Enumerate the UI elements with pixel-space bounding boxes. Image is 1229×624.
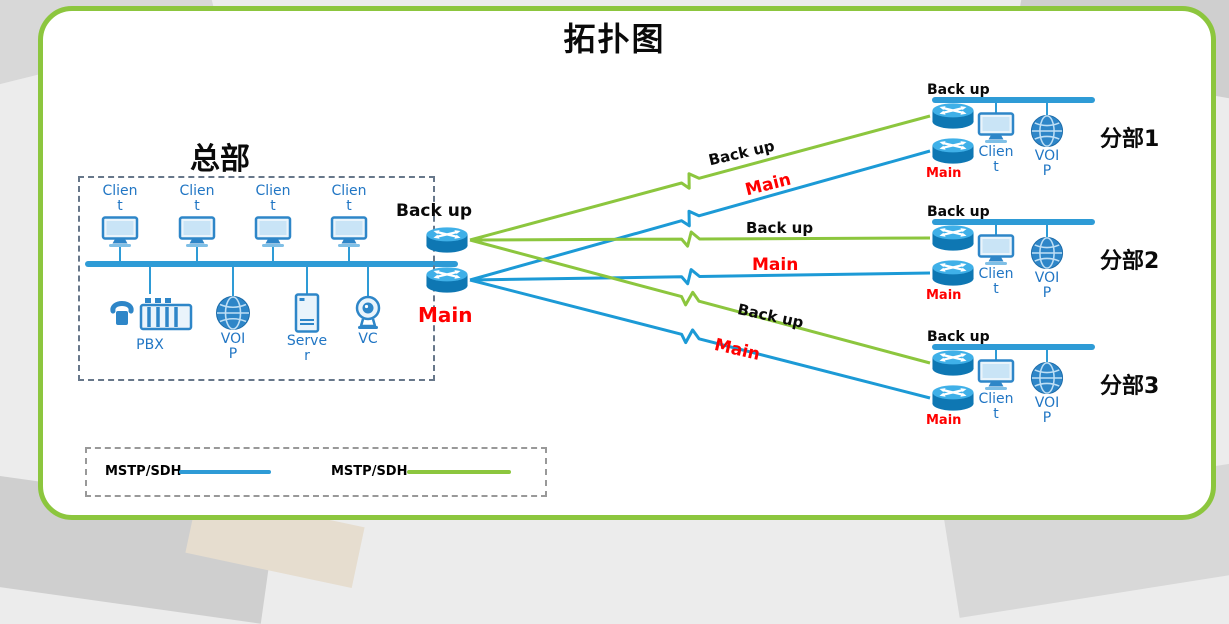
hq-client-node: Client [253, 183, 293, 248]
branch1-main-router-label: Main [926, 166, 962, 181]
router-icon [930, 224, 976, 252]
branch2-main-router-label: Main [926, 288, 962, 303]
legend-label-mstp-sdh-1: MSTP/SDH [105, 464, 182, 479]
router-icon [930, 384, 976, 412]
legend-line-blue [179, 470, 271, 474]
branch2-client-node: Client [976, 234, 1016, 299]
link-label-backup-branch2: Back up [746, 219, 814, 237]
branch2-name: 分部2 [1100, 249, 1160, 274]
hq-client-node: Client [329, 183, 369, 248]
client-label: Client [102, 183, 138, 215]
client-monitor-icon [100, 216, 140, 248]
router-icon [930, 137, 976, 165]
client-monitor-icon [253, 216, 293, 248]
router-icon [930, 349, 976, 377]
client-monitor-icon [177, 216, 217, 248]
client-label: Client [255, 183, 291, 215]
router-icon [424, 266, 470, 294]
pbx-icon [105, 293, 195, 337]
hq-label: 总部 [190, 142, 250, 177]
branch1-name: 分部1 [1100, 127, 1160, 152]
hq-client-node: Client [177, 183, 217, 248]
server-icon [294, 293, 320, 333]
voip-label: VOIP [1034, 148, 1060, 180]
client-label: Client [978, 391, 1014, 423]
client-label: Client [978, 266, 1014, 298]
hq-backup-router-label: Back up [396, 201, 473, 221]
branch2-backup-router-label: Back up [927, 204, 990, 220]
hq-main-router-label: Main [418, 303, 473, 327]
branch3-client-node: Client [976, 359, 1016, 424]
link-label-main-branch2: Main [752, 255, 799, 275]
voip-label: VOIP [1034, 395, 1060, 427]
voip-label: VOIP [1034, 270, 1060, 302]
legend-line-green [407, 470, 511, 474]
legend-box: MSTP/SDH MSTP/SDH [85, 447, 547, 497]
hq-client-node: Client [100, 183, 140, 248]
client-monitor-icon [976, 359, 1016, 391]
globe-icon [1030, 361, 1064, 395]
hq-pbx-node: PBX [105, 293, 195, 354]
client-label: Client [331, 183, 367, 215]
client-monitor-icon [329, 216, 369, 248]
client-label: Client [978, 144, 1014, 176]
branch1-voip-node: VOIP [1030, 114, 1064, 181]
voip-label: VOIP [220, 331, 246, 363]
branch1-client-node: Client [976, 112, 1016, 177]
globe-icon [1030, 114, 1064, 148]
globe-icon [1030, 236, 1064, 270]
legend-label-mstp-sdh-2: MSTP/SDH [331, 464, 408, 479]
client-label: Client [179, 183, 215, 215]
branch3-main-router-label: Main [926, 413, 962, 428]
globe-icon [215, 295, 251, 331]
vc-label: VC [358, 331, 378, 347]
hq-vc-node: VC [350, 295, 386, 348]
branch1-backup-router-label: Back up [927, 82, 990, 98]
client-monitor-icon [976, 112, 1016, 144]
vc-camera-icon [350, 295, 386, 331]
server-label: Server [286, 333, 328, 365]
hq-voip-node: VOIP [215, 295, 251, 364]
router-icon [424, 226, 470, 254]
branch3-name: 分部3 [1100, 374, 1160, 399]
diagram-title: 拓扑图 [563, 20, 666, 58]
branch3-voip-node: VOIP [1030, 361, 1064, 428]
branch2-voip-node: VOIP [1030, 236, 1064, 303]
hq-server-node: Server [287, 293, 327, 366]
branch3-backup-router-label: Back up [927, 329, 990, 345]
router-icon [930, 102, 976, 130]
pbx-label: PBX [136, 337, 164, 353]
client-monitor-icon [976, 234, 1016, 266]
router-icon [930, 259, 976, 287]
